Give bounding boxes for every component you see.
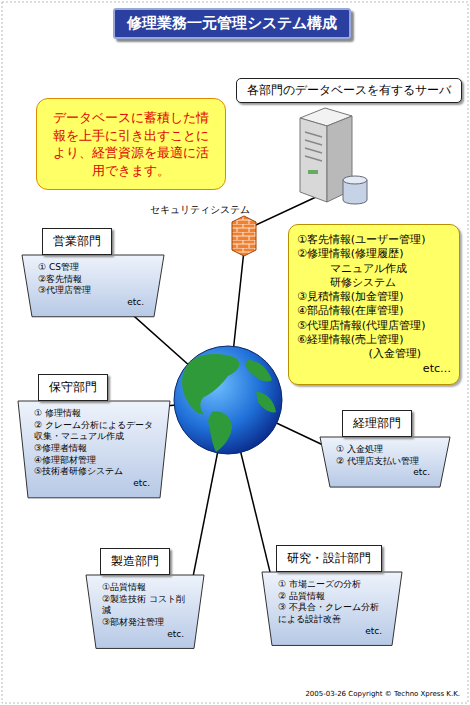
trapezoid-outline [320,437,450,487]
list-item: (入金管理) [297,347,451,361]
list-item: ③修理者情報 [34,443,154,455]
list-item: ②客先情報 [38,274,148,286]
list-item: ① 修理情報 [34,408,154,420]
box-text: データベースに蓄積した情報を上手に引き出すことにより、経営資源を最適に活用できま… [47,109,215,179]
list-item: ③代理店管理 [38,285,148,297]
list-item: マニュアル作成 [297,262,451,276]
globe-icon [174,346,282,454]
department-box: 営業部門 ① CS管理②客先情報③代理店管理etc. [22,228,164,317]
list-item: ① CS管理 [38,262,148,274]
department-heading: 経理部門 [342,410,412,437]
department-heading: 研究・設計部門 [276,545,382,572]
trapezoid-outline [262,572,402,645]
database-icon [343,176,367,204]
list-item: ② 代理店支払い管理 [336,456,434,468]
trapezoid-outline [22,255,164,317]
department-box: 経理部門 ① 入金処理② 代理店支払い管理etc. [320,410,450,487]
box-text: 各部門のデータベースを有するサーバ [247,82,451,99]
trapezoid-outline [18,401,170,498]
message-callout: データベースに蓄積した情報を上手に引き出すことにより、経営資源を最適に活用できま… [36,98,226,190]
list-item: ⑤代理店情報(代理店管理) [297,319,451,333]
list-item: ③ 不具合・クレーム分析による設計改善 [278,602,386,625]
list-item: ④修理部材管理 [34,455,154,467]
info-list-box: ①客先情報(ユーザー管理)②修理情報(修理履歴)マニュアル作成研修システム③見積… [288,224,460,385]
department-box: 保守部門 ① 修理情報② クレーム分析によるデータ収集・マニュアル作成③修理者情報… [18,374,170,498]
list-item: ① 入金処理 [336,444,434,456]
department-box: 研究・設計部門 ① 市場ニーズの分析② 品質情報③ 不具合・クレーム分析による設計… [262,545,402,645]
etc-note: etc. [34,478,154,490]
list-item: ⑤技術者研修システム [34,466,154,478]
etc-note: etc. [38,297,148,309]
list-item: 研修システム [297,276,451,290]
list-item: ② 品質情報 [278,591,386,603]
department-heading: 製造部門 [100,548,170,575]
list-item: ①品質情報 [102,582,188,594]
list-item: ② クレーム分析によるデータ収集・マニュアル作成 [34,420,154,443]
list-item: ① 市場ニーズの分析 [278,579,386,591]
list-item: ①客先情報(ユーザー管理) [297,233,451,247]
etc-note: etc. [102,629,188,641]
copyright-note: 2005-03-26 Copyright © Techno Xpress K.K… [305,690,460,698]
security-label: セキュリティシステム [150,203,250,217]
list-item: ③部材発注管理 [102,617,188,629]
etc-note: etc. [336,467,434,479]
list-item: ④部品情報(在庫管理) [297,304,451,318]
list-item: ②製造技術 コスト削減 [102,594,188,617]
department-heading: 保守部門 [38,374,108,401]
list-item: ⑥経理情報(売上管理) [297,333,451,347]
list-item: ③見積情報(加金管理) [297,290,451,304]
server-label-box: 各部門のデータベースを有するサーバ [236,78,462,103]
department-box: 製造部門 ①品質情報②製造技術 コスト削減③部材発注管理etc. [86,548,204,648]
title-banner: 修理業務一元管理システム構成 [113,8,351,39]
department-heading: 営業部門 [42,228,112,255]
etc-note: etc. [278,626,386,638]
list-item: etc… [297,362,451,376]
trapezoid-outline [86,575,204,648]
list-item: ②修理情報(修理履歴) [297,247,451,261]
firewall-icon [232,216,256,256]
